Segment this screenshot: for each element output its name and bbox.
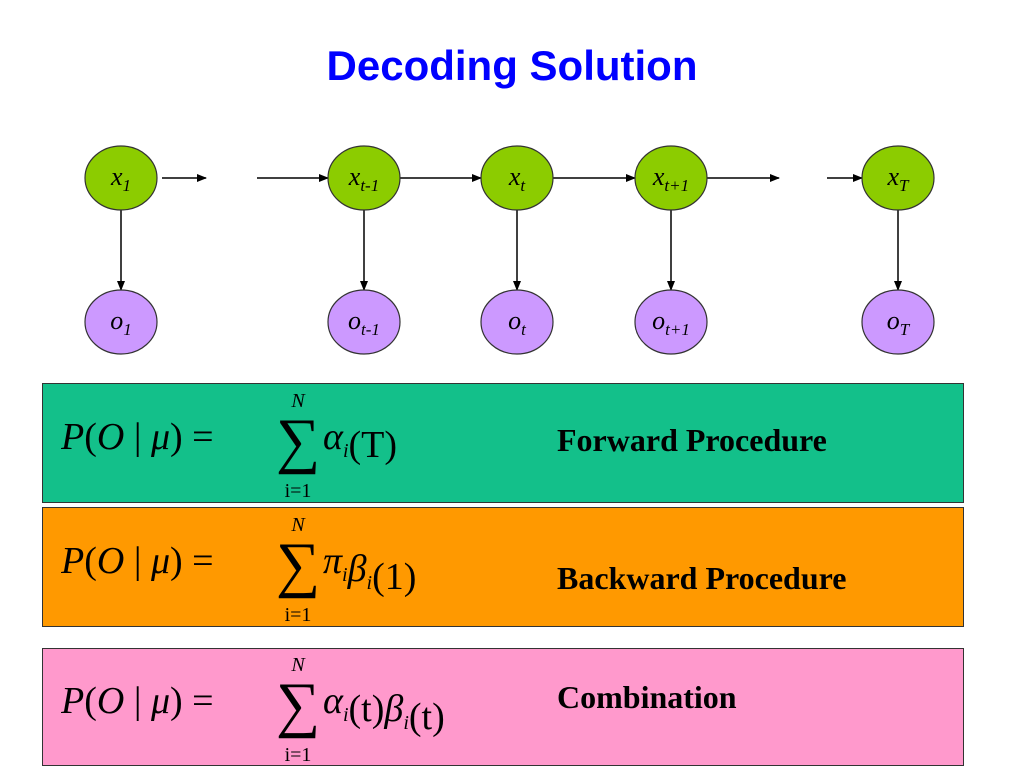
sum-upper-limit: N	[290, 514, 306, 536]
observed-node-5-label: oT	[887, 306, 911, 339]
sum-lower-limit: i=1	[285, 604, 312, 626]
sum-upper-limit: N	[290, 390, 306, 412]
hidden-node-2-label: xt-1	[348, 162, 379, 195]
observed-node-3-label: ot	[508, 306, 527, 339]
hidden-node-1-label: x1	[110, 162, 131, 195]
formula-lhs: P(O | μ) =	[61, 680, 214, 722]
hidden-node-3-circle	[480, 145, 554, 211]
hidden-node-5-label: xT	[886, 162, 910, 195]
summation-symbol: ∑	[276, 407, 320, 475]
hidden-node-5: xT	[861, 145, 935, 211]
slide-title: Decoding Solution	[326, 42, 698, 89]
observed-node-3: ot	[480, 289, 554, 355]
hmm-diagram: x1 xt-1 xt xt+1 xT o1 ot-1 ot ot+1 oT	[84, 145, 935, 355]
backward-procedure-label: Backward Procedure	[557, 560, 847, 596]
formula-lhs: P(O | μ) =	[61, 416, 214, 458]
observed-node-3-circle	[480, 289, 554, 355]
observed-node-1-label: o1	[110, 306, 132, 339]
observed-node-5-circle	[861, 289, 935, 355]
formula-rhs: αi(T)	[323, 416, 397, 466]
observed-node-5: oT	[861, 289, 935, 355]
observed-node-1-circle	[84, 289, 158, 355]
summation-symbol: ∑	[276, 531, 320, 599]
sum-lower-limit: i=1	[285, 744, 312, 765]
summation-symbol: ∑	[276, 671, 320, 739]
observed-node-4: ot+1	[634, 289, 708, 355]
hidden-node-5-circle	[861, 145, 935, 211]
sum-lower-limit: i=1	[285, 480, 312, 502]
combination-formula: P(O | μ) = ∑Ni=1 αi(t)βi(t)	[61, 654, 445, 765]
formula-lhs: P(O | μ) =	[61, 540, 214, 582]
observed-node-4-circle	[634, 289, 708, 355]
combination-label: Combination	[557, 679, 737, 715]
formula-rhs: αi(t)βi(t)	[323, 680, 445, 738]
observed-node-2-circle	[327, 289, 401, 355]
hidden-node-4-label: xt+1	[652, 162, 689, 195]
forward-procedure-label: Forward Procedure	[557, 422, 827, 458]
hidden-node-3: xt	[480, 145, 554, 211]
formula-rhs: πiβi(1)	[323, 540, 416, 598]
sum-upper-limit: N	[290, 654, 306, 676]
observed-node-4-label: ot+1	[652, 306, 690, 339]
hidden-node-1-circle	[84, 145, 158, 211]
observed-node-1: o1	[84, 289, 158, 355]
observed-node-2: ot-1	[327, 289, 401, 355]
hidden-node-2: xt-1	[327, 145, 401, 211]
hidden-node-3-label: xt	[508, 162, 527, 195]
forward-formula: P(O | μ) = ∑Ni=1 αi(T)	[61, 390, 397, 502]
observed-node-2-label: ot-1	[348, 306, 380, 339]
hidden-node-4: xt+1	[634, 145, 708, 211]
hidden-node-2-circle	[327, 145, 401, 211]
hidden-node-1: x1	[84, 145, 158, 211]
hidden-node-4-circle	[634, 145, 708, 211]
backward-formula: P(O | μ) = ∑Ni=1 πiβi(1)	[61, 514, 416, 626]
